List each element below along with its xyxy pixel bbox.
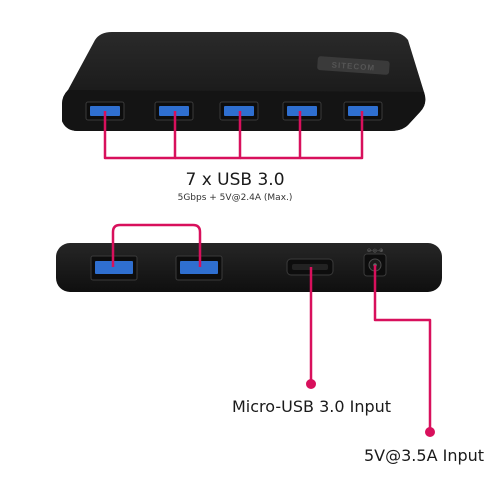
power-input-label: 5V@3.5A Input (364, 446, 485, 465)
svg-text:SITECOM: SITECOM (331, 60, 375, 72)
top-hub: SITECOM (62, 32, 426, 131)
micro-usb-input-label: Micro-USB 3.0 Input (232, 397, 392, 416)
side-hub-body (56, 243, 442, 292)
side-ports-callout (111, 223, 202, 267)
brand-logo: SITECOM (317, 56, 390, 75)
side-hub: ⊖-◎-⊕ (56, 243, 442, 292)
micro-usb-callout (306, 267, 316, 389)
side-usb-port-1 (90, 255, 138, 281)
top-usb-port-4 (282, 101, 322, 121)
ports-spec-label: 5Gbps + 5V@2.4A (Max.) (177, 193, 293, 203)
power-callout (373, 265, 435, 437)
power-polarity-symbol: ⊖-◎-⊕ (367, 248, 383, 254)
ports-count-label: 7 x USB 3.0 (185, 170, 285, 190)
top-ports-callout (103, 111, 364, 160)
side-usb-port-2 (175, 255, 223, 281)
